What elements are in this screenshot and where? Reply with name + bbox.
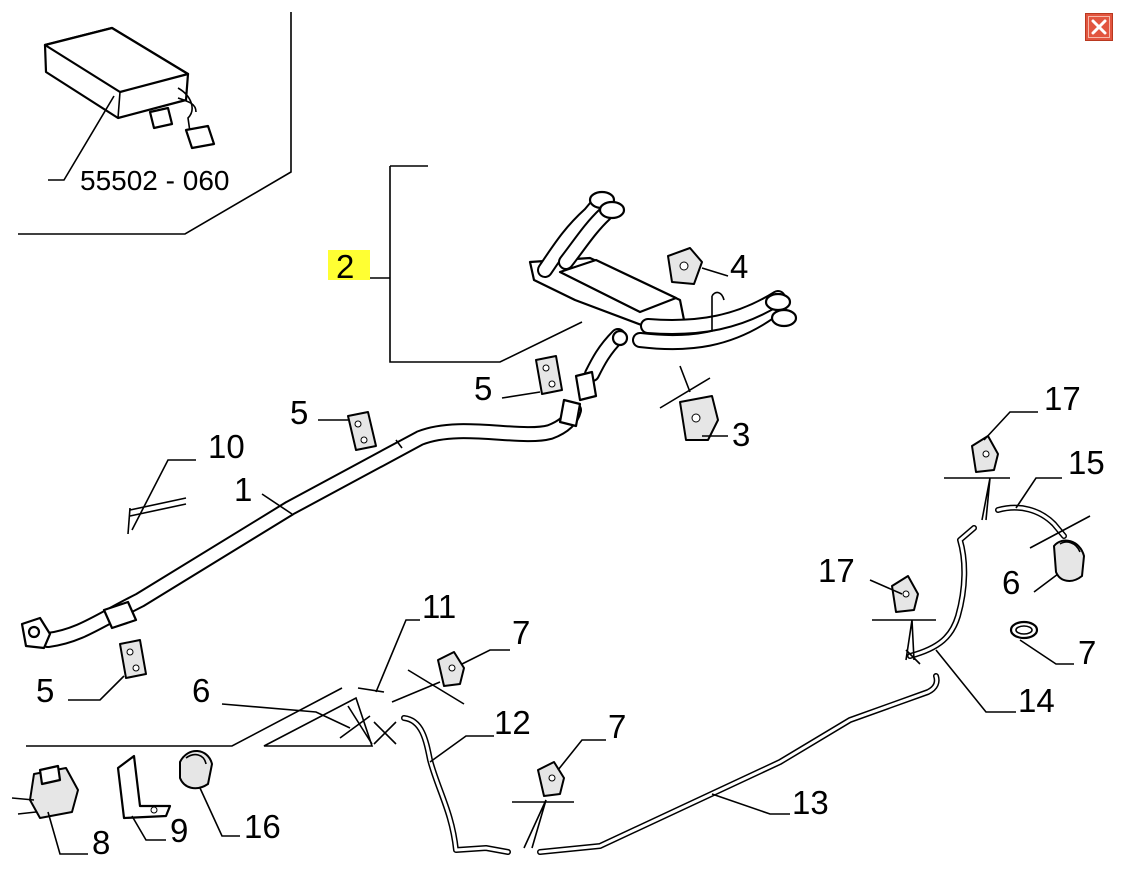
leader-9 [131, 815, 166, 841]
callout-7-upper: 7 [512, 614, 530, 651]
callout-5-center: 5 [474, 370, 492, 407]
callout-13: 13 [792, 784, 829, 821]
callout-7-center: 7 [608, 708, 626, 745]
callout-7-right: 7 [1078, 634, 1096, 671]
clip-17a [971, 435, 999, 473]
pipe-stud-10 [127, 497, 187, 535]
rubber-hanger-5a [347, 411, 377, 451]
callout-14: 14 [1018, 682, 1055, 719]
clip-7a [437, 651, 465, 687]
hose-15 [995, 504, 1067, 539]
clip-7c [1009, 620, 1039, 640]
leader-6b [1033, 573, 1059, 593]
callout-10: 10 [208, 428, 245, 465]
hose-connector-11 [339, 687, 397, 745]
inset-leader [48, 95, 115, 181]
clip-7b [537, 761, 565, 797]
callout-9: 9 [170, 812, 188, 849]
callout-16: 16 [244, 808, 281, 845]
inset-part-number: 55502 - 060 [80, 165, 229, 196]
leader-7b [557, 739, 606, 771]
hose-14 [905, 525, 977, 665]
callout-11: 11 [422, 588, 456, 625]
triangle-bracket-17b [872, 619, 936, 661]
rubber-hanger-5c [119, 639, 147, 679]
callout-4: 4 [730, 248, 748, 285]
rear-muffler-assembly [528, 190, 798, 402]
leader-10 [131, 459, 196, 531]
triangle-bracket-17a [944, 477, 1010, 521]
callout-6-left: 6 [192, 672, 210, 709]
clamp-6-right [1053, 539, 1085, 582]
callout-15: 15 [1068, 444, 1105, 481]
control-unit-module [43, 26, 216, 150]
triangle-bracket-left [263, 696, 374, 747]
leader-17a [983, 411, 1038, 441]
leader-1 [261, 493, 293, 515]
bracket-9 [116, 754, 172, 820]
callout-17-lower: 17 [818, 552, 855, 589]
callout-3: 3 [732, 416, 750, 453]
leader-12 [429, 735, 494, 763]
leader-7c [1019, 639, 1074, 665]
leader-15 [1015, 477, 1062, 509]
leader-11 [375, 619, 420, 693]
callout-1: 1 [234, 471, 252, 508]
callout-2-highlight [328, 250, 370, 280]
leader-5c [68, 675, 125, 701]
valve-8 [11, 764, 79, 819]
callout-17-upper: 17 [1044, 380, 1081, 417]
callout-2: 2 [336, 248, 354, 285]
leader-14 [935, 649, 1016, 713]
clamp-16 [179, 750, 213, 790]
close-button[interactable] [1085, 13, 1113, 41]
close-icon [1091, 19, 1107, 35]
clip-17b [891, 575, 919, 613]
callout-5-upper-left: 5 [290, 394, 308, 431]
hose-13 [537, 673, 940, 855]
rubber-mount-4 [667, 247, 703, 285]
leader-4 [701, 267, 729, 277]
inset-box: 55502 - 060 [18, 12, 292, 235]
front-exhaust-pipe [20, 398, 582, 650]
callout-12: 12 [494, 704, 531, 741]
leader-5b [501, 391, 541, 399]
leader-7a [461, 649, 510, 665]
triangle-bracket-7a [407, 669, 465, 705]
leader-16 [199, 787, 240, 837]
bracket-3 [659, 365, 719, 441]
leader-17b [869, 579, 903, 595]
hose-12 [401, 715, 511, 855]
callout-8: 8 [92, 824, 110, 861]
callout-5-lower-left: 5 [36, 672, 54, 709]
leader-6a [221, 703, 351, 729]
rubber-hanger-5b [535, 355, 563, 395]
bracket-15 [1029, 515, 1091, 549]
callout-6-right: 6 [1002, 564, 1020, 601]
triangle-bracket-7b [512, 799, 574, 849]
group-bracket-lower-left [26, 687, 343, 747]
callout-2-bracket [368, 165, 583, 363]
leader-8 [47, 811, 88, 855]
leader-13 [711, 793, 790, 815]
